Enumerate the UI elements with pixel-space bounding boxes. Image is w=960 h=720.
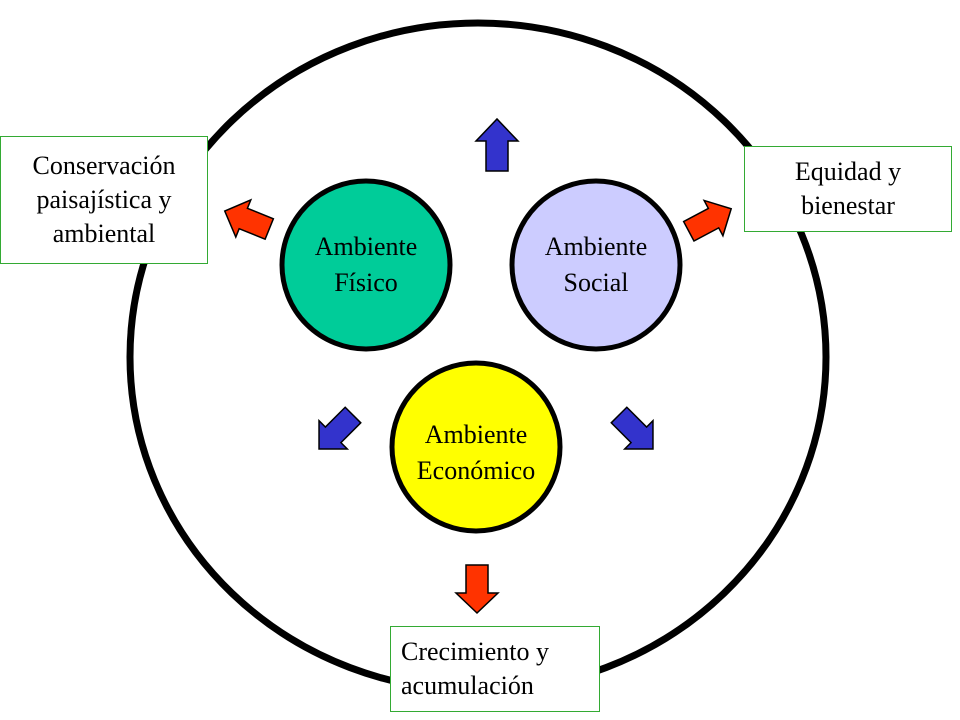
box-equidad-line2: bienestar	[801, 191, 895, 220]
label-ambiente-economico: Ambiente Económico	[396, 413, 556, 493]
circle-ambiente-economico	[389, 360, 563, 534]
box-crecimiento: Crecimiento y acumulación	[390, 626, 600, 712]
circle-ambiente-social	[509, 178, 683, 352]
label-economico-line1: Ambiente	[424, 420, 528, 449]
arrow-up	[474, 117, 520, 172]
box-conservacion-line3: ambiental	[52, 219, 156, 248]
box-crecimiento-line1: Crecimiento y	[401, 637, 550, 666]
box-conservacion-line2: paisajística y	[36, 185, 172, 214]
arrow-down-right	[610, 406, 654, 450]
label-ambiente-social: Ambiente Social	[516, 225, 676, 305]
box-crecimiento-line2: acumulación	[401, 671, 534, 700]
box-equidad: Equidad y bienestar	[744, 146, 952, 232]
label-social-line1: Ambiente	[544, 232, 648, 261]
box-conservacion-line1: Conservación	[32, 151, 176, 180]
arrow-to-conservacion	[223, 198, 275, 241]
label-social-line2: Social	[563, 268, 629, 297]
label-fisico-line2: Físico	[334, 268, 398, 297]
arrow-to-crecimiento	[454, 564, 500, 615]
arrow-down-left	[318, 406, 362, 450]
box-equidad-line1: Equidad y	[794, 157, 902, 186]
label-economico-line2: Económico	[416, 456, 536, 485]
box-conservacion: Conservación paisajística y ambiental	[0, 136, 208, 264]
circle-ambiente-fisico	[279, 178, 453, 352]
label-fisico-line1: Ambiente	[314, 232, 418, 261]
label-ambiente-fisico: Ambiente Físico	[286, 225, 446, 305]
arrow-to-equidad	[682, 199, 733, 242]
